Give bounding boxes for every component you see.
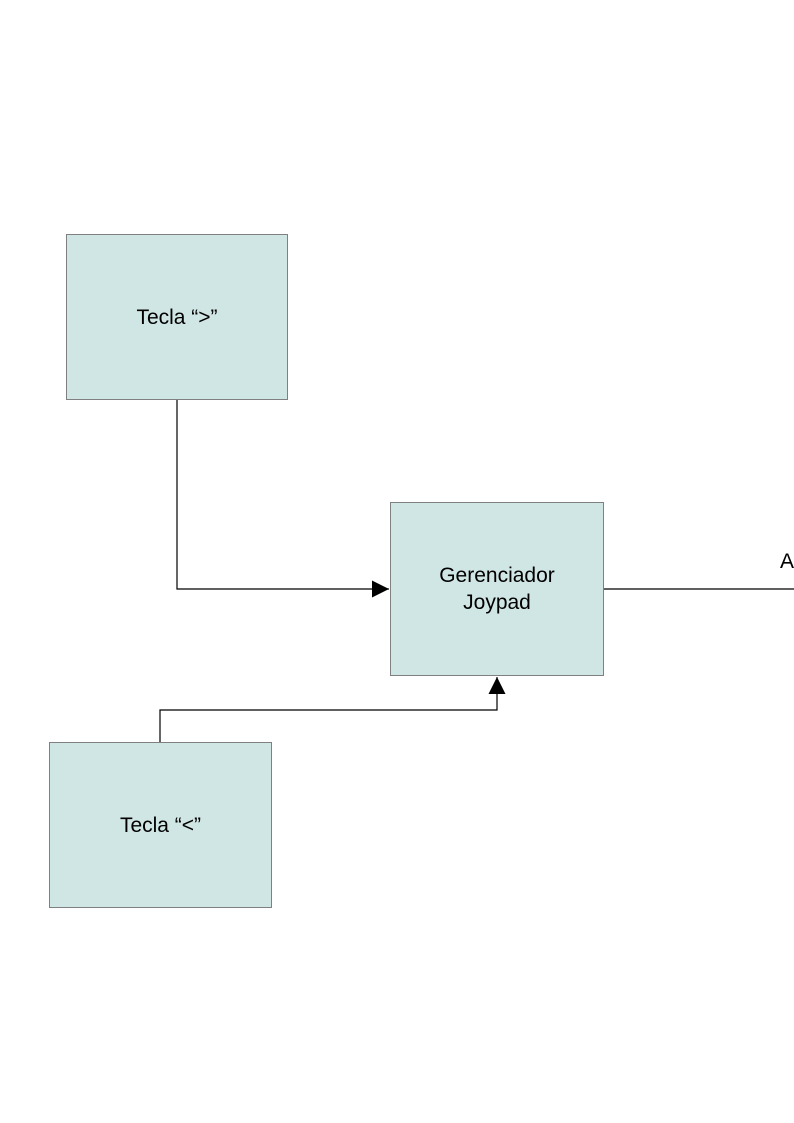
node-tecla-maior: Tecla “>” [66,234,288,400]
node-tecla-menor-label: Tecla “<” [119,813,202,837]
node-gerenciador-joypad: Gerenciador Joypad [390,502,604,676]
output-edge-label: A [780,550,794,573]
node-tecla-maior-label: Tecla “>” [136,305,218,329]
connector-key-left-to-joypad [159,677,506,742]
node-gerenciador-joypad-label: Gerenciador Joypad [439,564,555,614]
node-tecla-menor: Tecla “<” [49,742,272,908]
connector-key-right-to-joypad [176,400,389,598]
